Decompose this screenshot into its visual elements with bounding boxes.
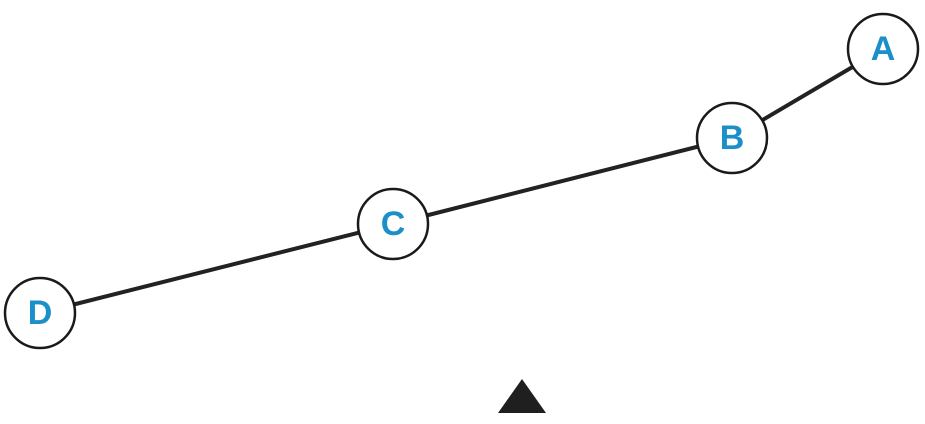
node-c-label: C (381, 205, 406, 243)
node-c-circle (356, 187, 430, 261)
node-d: D (3, 276, 77, 350)
node-b-circle (695, 101, 769, 175)
node-b: B (695, 101, 769, 175)
edge-b-c (391, 136, 734, 226)
node-c: C (356, 187, 430, 261)
node-a-label: A (871, 30, 896, 68)
edges (38, 47, 885, 315)
nodes: A B C D (3, 12, 920, 350)
node-b-label: B (720, 119, 745, 157)
triangle-up-icon (498, 379, 546, 413)
node-a: A (846, 12, 920, 86)
node-d-label: D (28, 294, 53, 332)
edge-c-d (38, 222, 395, 315)
node-a-circle (846, 12, 920, 86)
node-d-circle (3, 276, 77, 350)
